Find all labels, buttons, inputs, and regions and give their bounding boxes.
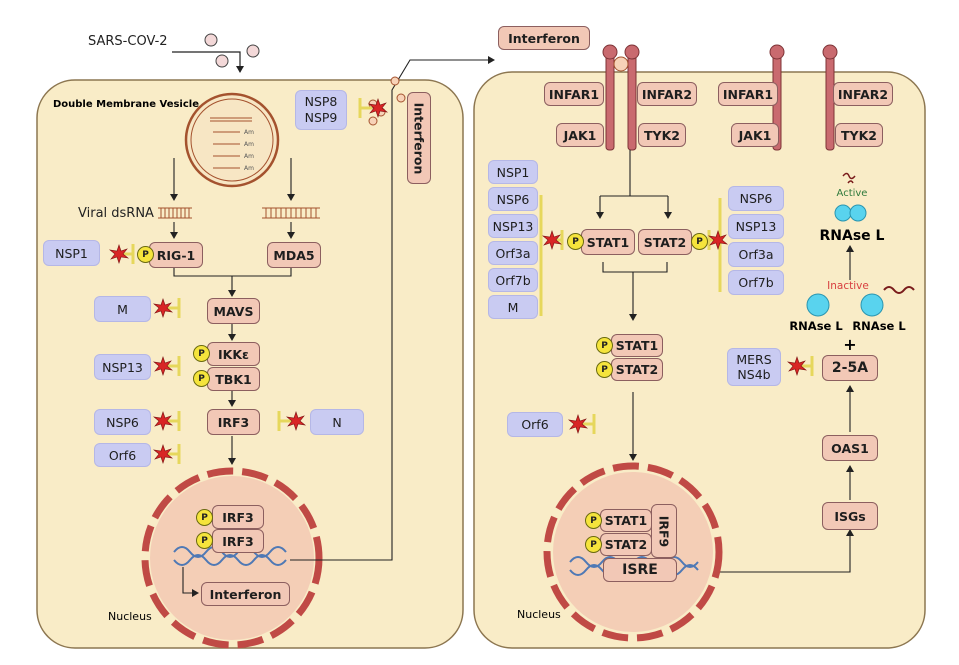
rna-label: Am xyxy=(244,141,254,148)
inhibitor-list-item: Orf3a xyxy=(728,242,784,267)
rnase-l-right: RNAse L xyxy=(852,319,906,333)
inhibitor-mers: MERS xyxy=(736,352,772,367)
arrow xyxy=(716,529,854,573)
phospho-badge: P xyxy=(193,370,210,387)
secreted-interferon-label: Interferon xyxy=(411,102,427,174)
nucleus-interferon-box: Interferon xyxy=(201,582,290,606)
phospho-badge: P xyxy=(585,512,602,529)
mavs-box: MAVS xyxy=(207,298,260,324)
inhibitor-ns4b: NS4b xyxy=(737,367,771,382)
secreted-interferon-box: Interferon xyxy=(407,92,431,184)
inactive-label: Inactive xyxy=(827,280,869,292)
phospho-badge: P xyxy=(137,246,154,263)
jak1-a: JAK1 xyxy=(556,123,604,147)
dsrna-icon xyxy=(158,207,192,219)
inhibitor-nsp13: NSP13 xyxy=(94,354,151,380)
dna-helix xyxy=(173,554,287,566)
interferon-ligand xyxy=(613,56,629,72)
inhibition-marks-left xyxy=(120,98,372,464)
arrow xyxy=(182,567,199,597)
virus-entry-arrow xyxy=(172,51,244,73)
inhibitor-list-item: Orf3a xyxy=(488,241,538,265)
inhibitor-nsp6: NSP6 xyxy=(94,409,151,435)
inhibitor-nsp1: NSP1 xyxy=(43,240,100,266)
inhibitor-nsp8: NSP8 xyxy=(304,94,338,109)
infar2-b: INFAR2 xyxy=(833,82,893,106)
dsrna-icon xyxy=(262,207,320,219)
jak1-b: JAK1 xyxy=(731,123,779,147)
inhibitor-nsp9: NSP9 xyxy=(304,110,338,125)
rna-label: Am xyxy=(244,153,254,160)
connector xyxy=(602,262,668,273)
tyk2-b: TYK2 xyxy=(835,123,883,147)
stat1-box: STAT1 xyxy=(581,229,635,255)
nucleus-irf3-a: IRF3 xyxy=(212,505,264,529)
virus-label: SARS-COV-2 xyxy=(88,34,168,49)
phospho-badge: P xyxy=(585,536,602,553)
irf9-box: IRF9 xyxy=(651,504,677,558)
active-label: Active xyxy=(837,188,868,199)
dna-helix xyxy=(173,546,287,558)
infar2-a: INFAR2 xyxy=(637,82,697,106)
interferon-secretion-path xyxy=(290,56,495,561)
inhibitor-orf6: Orf6 xyxy=(94,443,151,467)
virus-particles xyxy=(204,33,260,68)
inhibitor-list-item: NSP13 xyxy=(488,214,538,238)
stat1-dimer-box: STAT1 xyxy=(611,334,663,357)
ikke-box: IKKε xyxy=(207,342,260,366)
inhibitor-list-item: M xyxy=(488,295,538,319)
phospho-badge: P xyxy=(596,361,613,378)
rig1-box: RIG-1 xyxy=(149,242,203,268)
inhibitor-list-item: NSP13 xyxy=(728,214,784,239)
tbk1-box: TBK1 xyxy=(207,367,260,391)
isgs-box: ISGs xyxy=(822,502,878,530)
stat2-box: STAT2 xyxy=(638,229,692,255)
plus-sign: + xyxy=(843,335,856,354)
rna-label: Am xyxy=(244,129,254,136)
isre-box: ISRE xyxy=(603,558,677,582)
inhibitor-nsp8-nsp9: NSP8 NSP9 xyxy=(295,90,347,130)
irf3-box: IRF3 xyxy=(207,409,260,435)
rnase-l-dimer-icon xyxy=(806,204,884,317)
rna-fragment-icon xyxy=(842,172,856,184)
rna-strand-icon xyxy=(883,286,915,294)
inhibitor-list-item: NSP6 xyxy=(728,186,784,211)
oas1-box: OAS1 xyxy=(822,435,878,461)
infar1-a: INFAR1 xyxy=(544,82,604,106)
phospho-badge: P xyxy=(567,233,584,250)
phospho-badge: P xyxy=(596,337,613,354)
inhibitor-list-item: NSP6 xyxy=(488,187,538,211)
stat2-dimer-box: STAT2 xyxy=(611,358,663,381)
inhibitor-list-item: NSP1 xyxy=(488,160,538,184)
phospho-badge: P xyxy=(691,233,708,250)
nucleus-irf3-b: IRF3 xyxy=(212,529,264,553)
infar1-b: INFAR1 xyxy=(718,82,778,106)
rna-label: Am xyxy=(244,165,254,172)
nucleus-label: Nucleus xyxy=(108,610,152,623)
phospho-badge: P xyxy=(193,345,210,362)
two-5a-box: 2-5A xyxy=(822,355,878,381)
dsrna-label: Viral dsRNA xyxy=(78,206,154,221)
nucleus-stat1-box: STAT1 xyxy=(600,509,652,532)
double-membrane-vesicle xyxy=(184,92,280,188)
mda5-box: MDA5 xyxy=(267,242,321,268)
vesicle-label: Double Membrane Vesicle xyxy=(53,99,199,110)
rnase-l-left: RNAse L xyxy=(789,319,843,333)
inhibitor-list-item: Orf7b xyxy=(728,270,784,295)
irf9-label: IRF9 xyxy=(656,515,672,547)
nucleus-label: Nucleus xyxy=(517,608,561,621)
extracellular-interferon: Interferon xyxy=(498,26,590,50)
phospho-badge: P xyxy=(196,509,213,526)
tyk2-a: TYK2 xyxy=(638,123,686,147)
inhibitor-orf6-right: Orf6 xyxy=(507,412,563,437)
nucleus-stat2-box: STAT2 xyxy=(600,533,652,556)
connector xyxy=(600,150,668,197)
inhibitor-m: M xyxy=(94,296,151,322)
inhibitor-n: N xyxy=(310,409,364,435)
phospho-badge: P xyxy=(196,532,213,549)
rnase-l-active: RNAse L xyxy=(820,228,885,244)
inhibitor-list-item: Orf7b xyxy=(488,268,538,292)
inhibitor-mers-ns4b: MERS NS4b xyxy=(727,348,781,386)
